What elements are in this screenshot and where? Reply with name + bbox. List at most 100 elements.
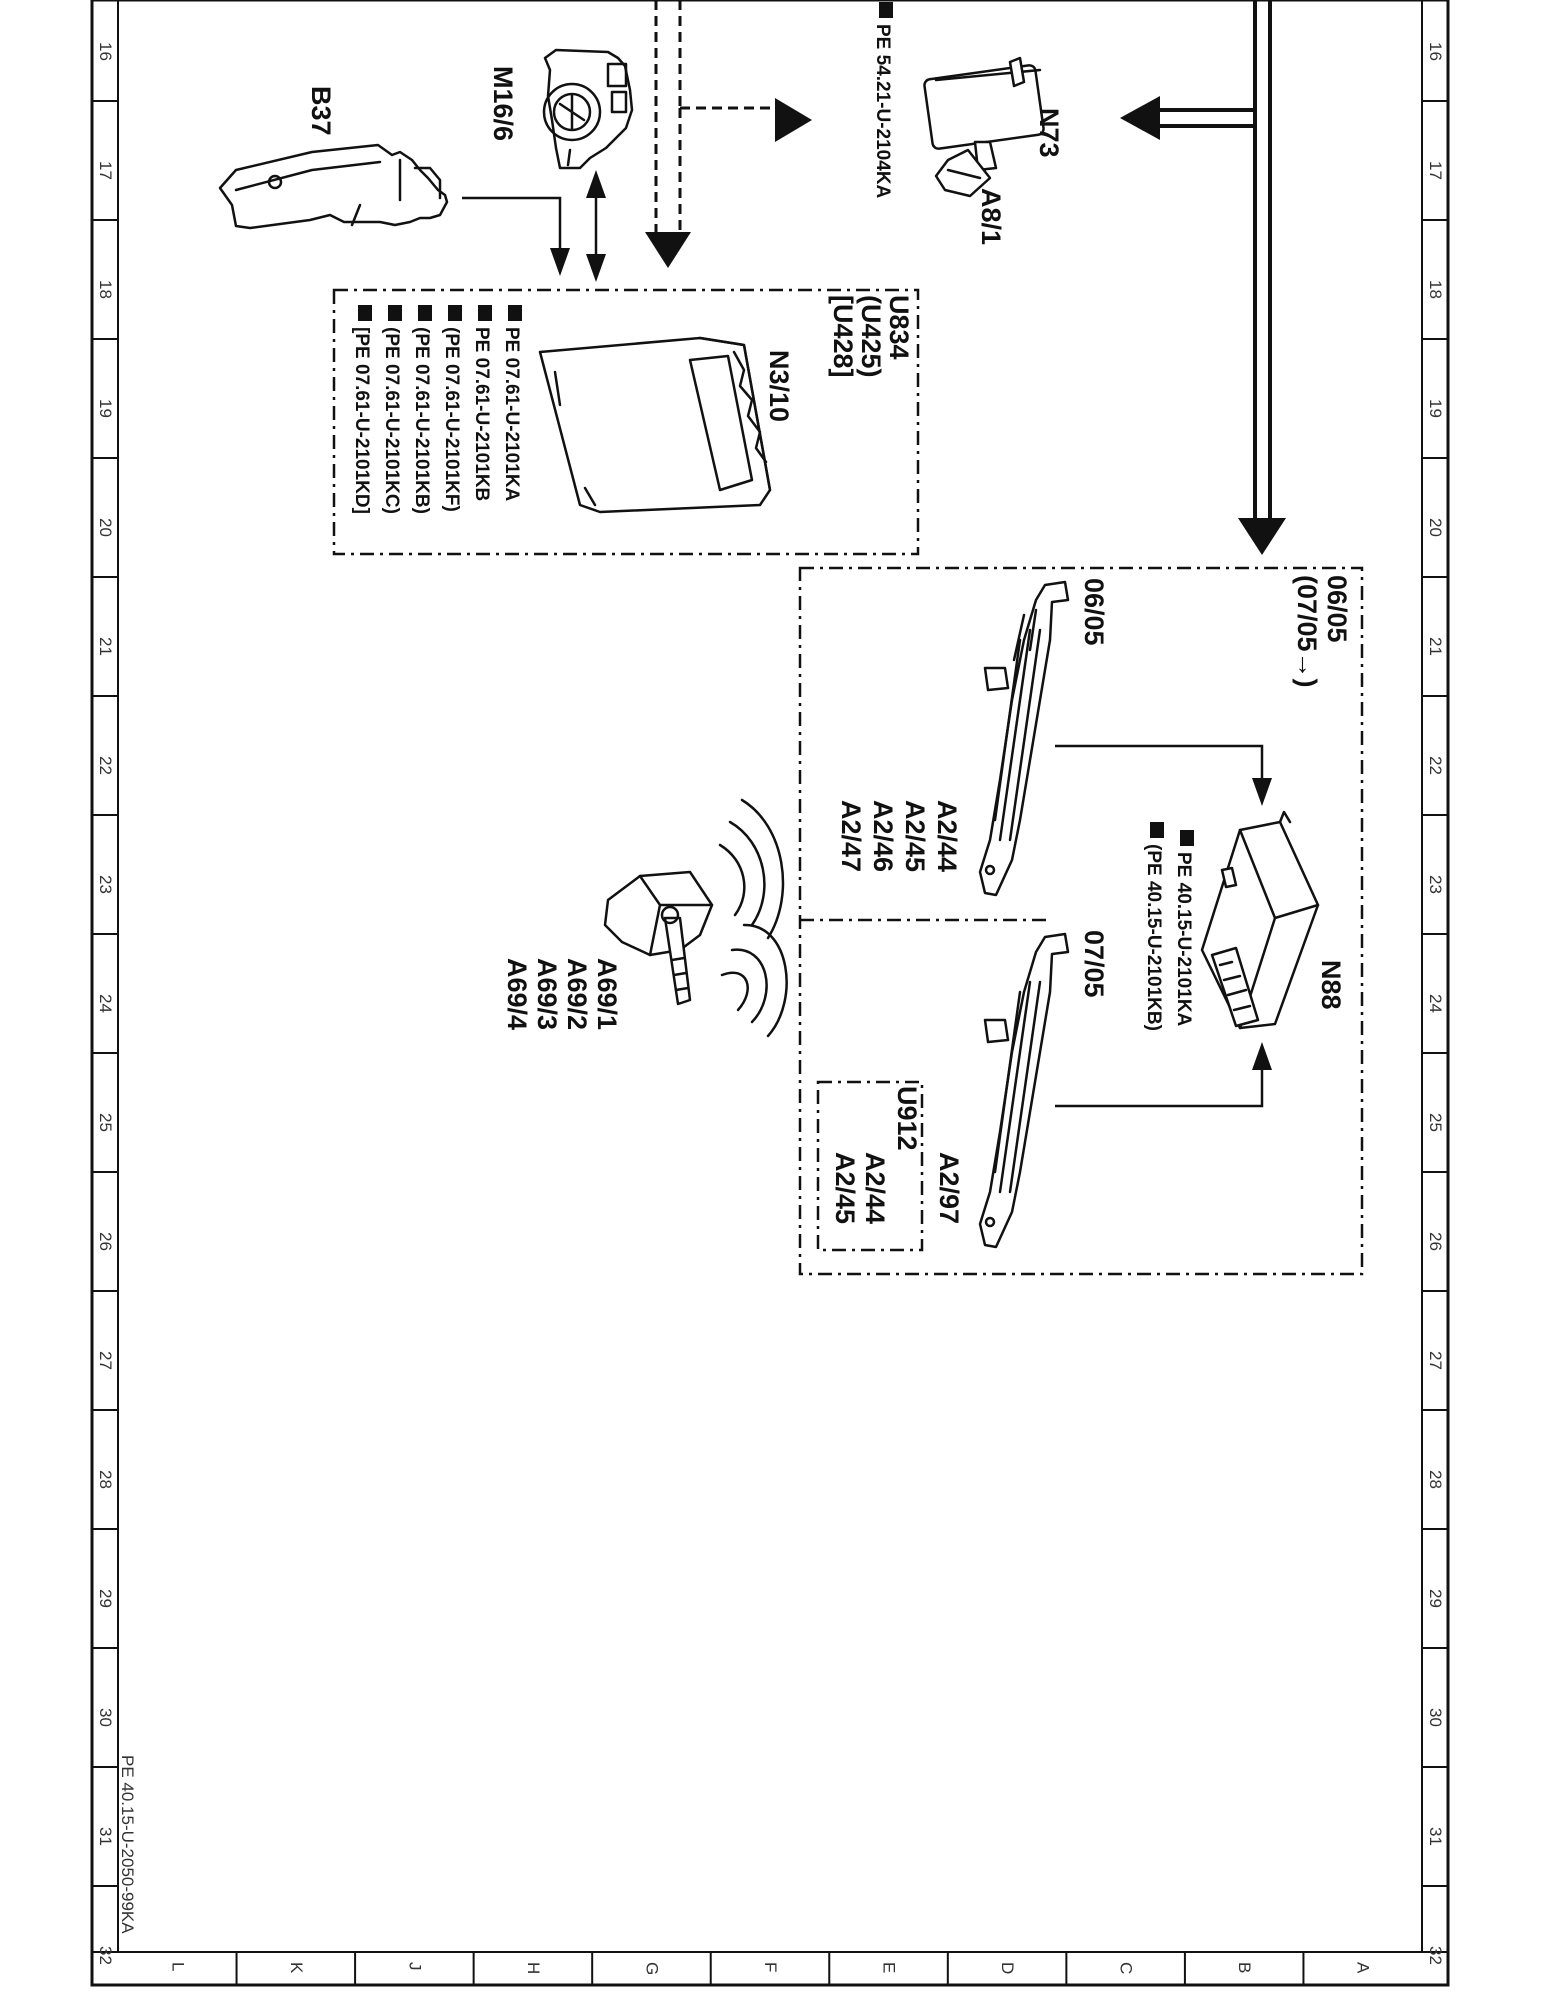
n3-10-ref-1: PE 07.61-U-2101KB bbox=[471, 305, 492, 501]
grid-number: 31 bbox=[96, 1827, 115, 1846]
grid-letter: A bbox=[1354, 1962, 1373, 1974]
group1-date-range-0: 06/05 bbox=[1322, 575, 1352, 643]
antenna-2-icon bbox=[978, 932, 1070, 1249]
n88-ref-0: PE 40.15-U-2101KA bbox=[1173, 830, 1194, 1027]
svg-text:(PE 07.61-U-2101KB): (PE 07.61-U-2101KB) bbox=[411, 327, 432, 514]
grid-number: 24 bbox=[96, 994, 115, 1013]
radio-waves-icon bbox=[718, 798, 788, 1038]
grid-number: 29 bbox=[1426, 1589, 1445, 1608]
b37-pedal-icon bbox=[218, 143, 449, 230]
grid-letter: E bbox=[880, 1962, 899, 1973]
n3-10-code-2: [U428] bbox=[828, 295, 858, 378]
u912-label-0: A2/44 bbox=[860, 1152, 890, 1224]
wire-bus-top bbox=[645, 0, 812, 268]
n3-10-ref-4: (PE 07.61-U-2101KC) bbox=[381, 305, 402, 514]
grid-number: 31 bbox=[1426, 1827, 1445, 1846]
antenna-1-icon bbox=[978, 580, 1070, 897]
n3-10-code-0: U834 bbox=[884, 295, 914, 360]
grid-number: 25 bbox=[96, 1113, 115, 1132]
grid-letter: B bbox=[1235, 1962, 1254, 1973]
n3-10-code-1: (U425) bbox=[856, 295, 886, 378]
a69-label-0: A69/1 bbox=[592, 958, 622, 1030]
grid-letter: D bbox=[998, 1962, 1017, 1974]
a69-label-1: A69/2 bbox=[562, 958, 592, 1030]
svg-text:PE 07.61-U-2101KA: PE 07.61-U-2101KA bbox=[501, 327, 522, 502]
a69-label-2: A69/3 bbox=[532, 958, 562, 1030]
grid-number: 27 bbox=[1426, 1351, 1445, 1370]
grid-letter: K bbox=[287, 1962, 306, 1974]
grid-number: 29 bbox=[96, 1589, 115, 1608]
grid-number: 27 bbox=[96, 1351, 115, 1370]
grid-number: 18 bbox=[1426, 280, 1445, 299]
grid-number: 30 bbox=[1426, 1708, 1445, 1727]
grid-number: 22 bbox=[1426, 756, 1445, 775]
grid-number: 30 bbox=[96, 1708, 115, 1727]
grid-number: 28 bbox=[96, 1470, 115, 1489]
grid-letter: H bbox=[524, 1962, 543, 1974]
grid-number: 23 bbox=[96, 875, 115, 894]
n3-10-ecu-group: N3/10 U834 (U425) [U428] PE 07.61-U-2101… bbox=[332, 288, 920, 556]
grid-number: 18 bbox=[96, 280, 115, 299]
svg-text:(PE 40.15-U-2101KB): (PE 40.15-U-2101KB) bbox=[1143, 844, 1164, 1031]
grid-number: 23 bbox=[1426, 875, 1445, 894]
grid-number: 25 bbox=[1426, 1113, 1445, 1132]
antenna-group1-label-0: A2/44 bbox=[932, 800, 962, 872]
grid-number: 20 bbox=[1426, 518, 1445, 537]
n3-10-dashed-box bbox=[332, 288, 920, 556]
tire-pressure-sensor-icon bbox=[603, 870, 714, 1006]
n3-10-ref-5: [PE 07.61-U-2101KD] bbox=[351, 305, 372, 514]
grid-number: 19 bbox=[1426, 399, 1445, 418]
n88-module-icon bbox=[1200, 810, 1320, 1030]
svg-text:[PE 07.61-U-2101KD]: [PE 07.61-U-2101KD] bbox=[351, 327, 372, 514]
u912-dashed-box bbox=[816, 1080, 924, 1252]
group2-date-label: 07/05 bbox=[1079, 930, 1109, 998]
n3-10-ref-0: PE 07.61-U-2101KA bbox=[501, 305, 522, 502]
svg-text:PE 40.15-U-2101KA: PE 40.15-U-2101KA bbox=[1173, 852, 1194, 1027]
svg-text:(PE 07.61-U-2101KC): (PE 07.61-U-2101KC) bbox=[381, 327, 402, 514]
group1-date-label: 06/05 bbox=[1079, 578, 1109, 646]
n88-ref-1: (PE 40.15-U-2101KB) bbox=[1143, 822, 1164, 1031]
grid-letter: L bbox=[168, 1962, 187, 1971]
svg-text:PE 07.61-U-2101KB: PE 07.61-U-2101KB bbox=[471, 327, 492, 501]
wire-m16-6 bbox=[586, 170, 606, 282]
m16-6-throttle-icon bbox=[542, 48, 634, 170]
grid-number: 21 bbox=[1426, 637, 1445, 656]
a8-1-label: A8/1 bbox=[976, 188, 1006, 245]
grid-number: 26 bbox=[96, 1232, 115, 1251]
n3-10-ecu-icon bbox=[538, 336, 772, 514]
grid-letter: C bbox=[1117, 1962, 1136, 1974]
b37-label: B37 bbox=[306, 86, 336, 136]
grid-numbers-left: 16 17 18 19 20 21 22 23 24 25 26 27 28 29 30 31 32 bbox=[92, 42, 118, 1965]
grid-number: 32 bbox=[1426, 1946, 1445, 1965]
grid-number: 16 bbox=[96, 42, 115, 61]
grid-number: 20 bbox=[96, 518, 115, 537]
n3-10-label: N3/10 bbox=[764, 350, 794, 422]
antenna-group1-label-1: A2/45 bbox=[900, 800, 930, 872]
grid-number: 22 bbox=[96, 756, 115, 775]
n3-10-ref-2: (PE 07.61-U-2101KF) bbox=[441, 305, 462, 512]
grid-number: 16 bbox=[1426, 42, 1445, 61]
n3-10-ref-3: (PE 07.61-U-2101KB) bbox=[411, 305, 432, 514]
grid-number: 32 bbox=[96, 1946, 115, 1965]
n73-label: N73 bbox=[1034, 108, 1064, 158]
doc-id: PE 40.15-U-2050-99KA bbox=[118, 1755, 137, 1934]
grid-number: 19 bbox=[96, 399, 115, 418]
m16-6-label: M16/6 bbox=[488, 66, 518, 141]
u912-label-1: A2/45 bbox=[830, 1152, 860, 1224]
grid-number: 17 bbox=[1426, 161, 1445, 180]
grid-number: 26 bbox=[1426, 1232, 1445, 1251]
grid-number: 21 bbox=[96, 637, 115, 656]
group1-date-range-1: (07/05→) bbox=[1292, 575, 1322, 688]
antenna-container: 06/05 (07/05→) 06/05 07/05 A2/44 A2/45 A… bbox=[798, 566, 1364, 1276]
n73-ignition-switch-icon bbox=[923, 56, 1045, 198]
wire-bus-right bbox=[1120, 0, 1286, 555]
svg-text:PE 54.21-U-2104KA: PE 54.21-U-2104KA bbox=[872, 24, 893, 199]
grid-number: 17 bbox=[96, 161, 115, 180]
antenna-group1-label-3: A2/47 bbox=[836, 800, 866, 872]
a69-label-3: A69/4 bbox=[502, 958, 532, 1030]
grid-number: 24 bbox=[1426, 994, 1445, 1013]
u912-code: U912 bbox=[892, 1086, 922, 1151]
svg-text:(PE 07.61-U-2101KF): (PE 07.61-U-2101KF) bbox=[441, 327, 462, 512]
